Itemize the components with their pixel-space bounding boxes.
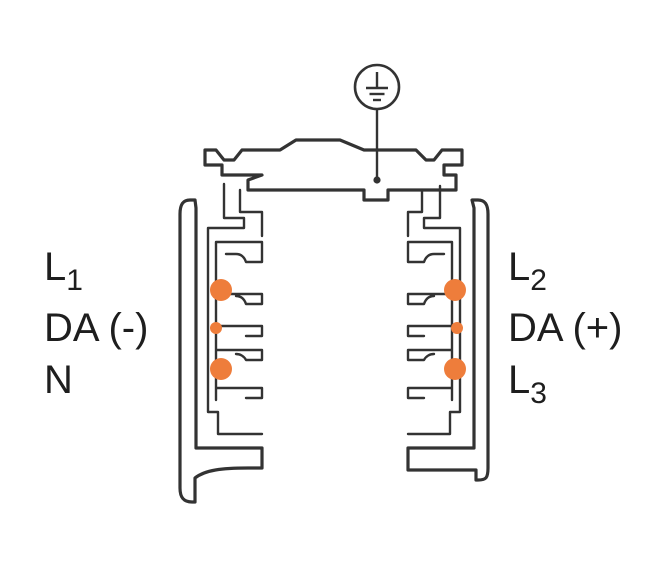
track-left-inner-rib-2 <box>238 188 264 238</box>
conductor-n <box>210 358 232 380</box>
label-l1: L1 <box>44 245 83 297</box>
conductor-l2 <box>444 279 466 301</box>
conductor-da-minus <box>210 322 222 334</box>
track-right-inner-rib-2 <box>406 188 424 238</box>
ground-connection-point <box>373 176 381 184</box>
track-right-wall <box>406 198 490 482</box>
conductor-l1 <box>210 279 232 301</box>
right-conductor-channels <box>406 240 454 402</box>
conductor-l3 <box>444 358 466 380</box>
ground-symbol-icon <box>353 63 401 111</box>
track-left-wall <box>178 198 264 504</box>
label-da-minus: DA (-) <box>44 306 149 350</box>
track-top-bridge <box>203 138 464 202</box>
track-right-inner-rib <box>406 184 462 436</box>
label-l3: L3 <box>508 358 547 410</box>
conductor-da-plus <box>451 322 463 334</box>
left-conductor-channels <box>214 240 264 402</box>
track-left-inner-rib <box>206 182 264 436</box>
label-da-plus: DA (+) <box>508 306 623 350</box>
label-n: N <box>44 358 73 402</box>
label-l2: L2 <box>508 245 547 297</box>
